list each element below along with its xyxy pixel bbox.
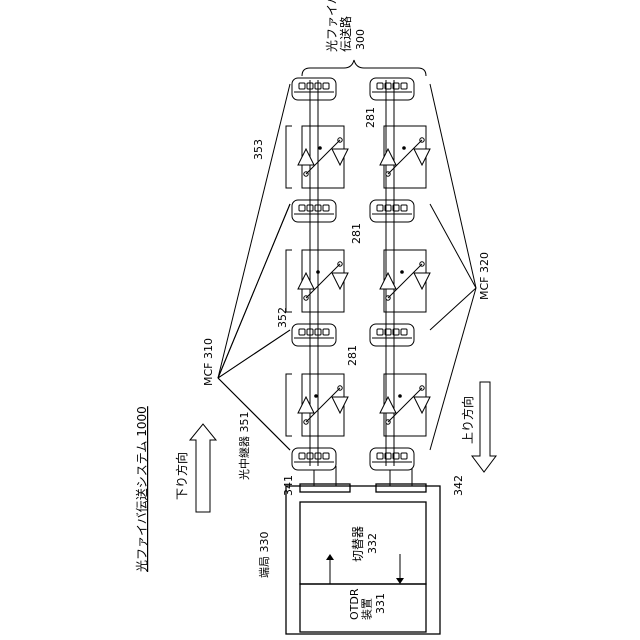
terminal-station-label: 端局 330: [258, 532, 271, 579]
fiber-end-icon: [370, 200, 414, 222]
fiber-end-icon: [292, 78, 336, 100]
mcf-310-label: MCF 310: [202, 338, 215, 386]
switch-label: 切替器: [351, 526, 365, 562]
system-caption: 光ファイバ伝送システム 1000: [134, 406, 149, 572]
arrow-up-icon: [472, 382, 496, 472]
amplifier-triangle-icon: [298, 397, 314, 413]
repeater-stack: [218, 78, 476, 470]
fiber-end-icon: [292, 448, 336, 470]
diagram-body: 光ファイバ伝送システム 1000 下り方向 上り方向 端局 330 切替器 33…: [134, 0, 496, 634]
ref-341: 341: [282, 475, 295, 496]
fiber-end-icon: [370, 78, 414, 100]
ref-281-c: 281: [364, 107, 377, 128]
amplifier-triangle-icon: [332, 397, 348, 413]
ref-342: 342: [452, 475, 465, 496]
amplifier-triangle-icon: [298, 149, 314, 165]
otdr-label: OTDR装置: [348, 588, 374, 620]
amplifier-triangle-icon: [414, 149, 430, 165]
repeater-351-label: 光中継器 351: [237, 412, 251, 481]
fiber-end-icon: [292, 324, 336, 346]
connector-342: [376, 484, 426, 492]
mcf-320-label: MCF 320: [478, 252, 491, 300]
switch-ref: 332: [366, 533, 379, 554]
ref-353: 353: [252, 139, 265, 160]
amplifier-triangle-icon: [332, 149, 348, 165]
connector-341: [300, 484, 350, 492]
amplifier-triangle-icon: [332, 273, 348, 289]
downstream-label: 下り方向: [174, 452, 189, 500]
amplifier-triangle-icon: [298, 273, 314, 289]
fiber-end-icon: [370, 448, 414, 470]
otdr-ref: 331: [374, 593, 387, 614]
fiber-end-icon: [370, 324, 414, 346]
transmission-path-name: 光ファイバ伝送路: [325, 0, 353, 52]
amplifier-triangle-icon: [414, 273, 430, 289]
upstream-label: 上り方向: [460, 396, 475, 444]
arrow-down-icon: [190, 424, 216, 512]
ref-281-a: 281: [346, 345, 359, 366]
transmission-path-ref: 300: [354, 29, 367, 50]
ref-352: 352: [276, 307, 289, 328]
fiber-end-icon: [292, 200, 336, 222]
ref-281-b: 281: [350, 223, 363, 244]
amplifier-triangle-icon: [414, 397, 430, 413]
